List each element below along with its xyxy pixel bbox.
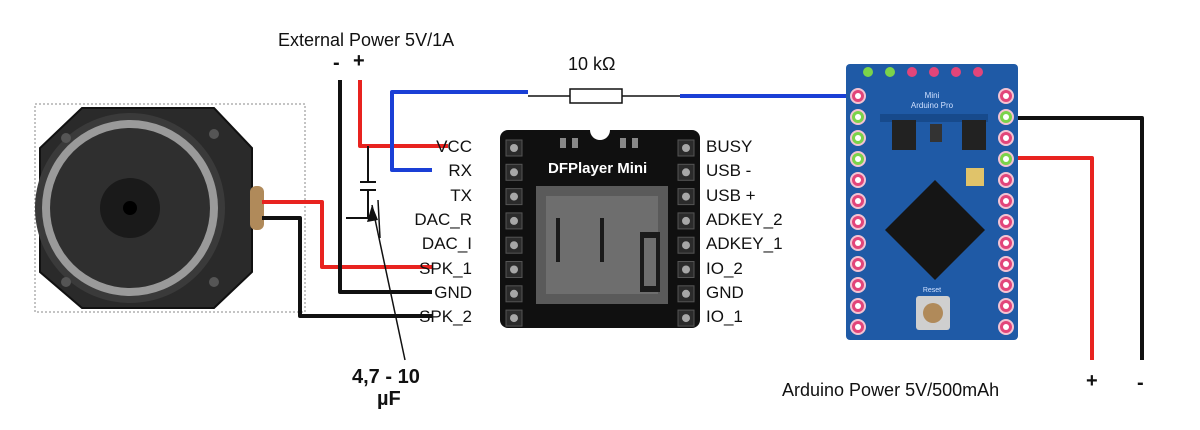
dfplayer-left-pin-hole [510,192,518,201]
dfplayer-left-pin-hole [510,314,518,323]
arduino-minus-label: - [1137,372,1144,394]
arduino-pin-hole [855,177,861,183]
arduino-pin-hole [855,219,861,225]
arduino-pin-hole [855,261,861,267]
arduino-pro-mini: Mini Arduino Pro Reset [846,64,1018,340]
dfplayer-right-pin-hole [682,241,690,250]
reset-label: Reset [923,287,941,294]
dfplayer-right-pin-label: GND [706,282,744,302]
dfplayer-right-pin-label: USB + [706,185,756,205]
dfplayer-right-pin-label: IO_2 [706,258,743,278]
capacitor-arrow [367,204,406,361]
arduino-pin-hole [855,282,861,288]
arduino-pin-hole [855,135,861,141]
arduino-pin-hole [855,156,861,162]
dfplayer-right-pin-label: USB - [706,161,752,181]
dfplayer-right-pin-hole [682,144,690,152]
dfplayer-left-pin-label: RX [448,161,472,181]
arduino-pin-hole [855,198,861,204]
arduino-pin-hole [855,303,861,309]
arduino-pin-hole [1003,93,1009,99]
dfplayer-left-pin-hole [510,216,518,225]
resistor-symbol [569,88,623,104]
arduino-plus-label: + [1086,370,1098,392]
resistor-label: 10 kΩ [568,54,616,74]
arduino-pin-hole [855,324,861,330]
wires [262,80,1144,360]
dfplayer-right-pin-label: IO_1 [706,307,743,327]
dfplayer-left-pin-hole [510,144,518,152]
capacitor-value: 4,7 - 10 [352,366,420,388]
arduino-pin-hole [1003,198,1009,204]
arduino-name-line2: Arduino Pro [911,101,954,110]
arduino-pin-hole [1003,135,1009,141]
dfplayer-right-pin-hole [682,192,690,201]
arduino-pin-hole [1003,303,1009,309]
arduino-pin-hole [855,114,861,120]
dfplayer-left-pin-hole [510,289,518,298]
dfplayer-right-pin-hole [682,289,690,298]
capacitor-unit: µF [377,388,401,410]
arduino-pin-hole [855,240,861,246]
arduino-pin-hole [1003,240,1009,246]
dfplayer-left-pin-label: TX [450,185,472,205]
dfplayer-left-pin-hole [510,265,518,274]
arduino-pin-hole [1003,114,1009,120]
arduino-pin-hole [1003,156,1009,162]
dfplayer-right-pin-label: ADKEY_2 [706,209,783,229]
dfplayer-left-pin-label: SPK_2 [419,307,472,327]
dfplayer-left-pin-label: VCC [436,137,472,156]
external-minus-label: - [333,52,340,74]
arduino-pin-hole [855,93,861,99]
dfplayer-right-pins [677,139,695,327]
arduino-pins [850,88,1014,335]
dfplayer-left-pin-label: SPK_1 [419,258,472,278]
dfplayer-left-pin-label: GND [434,282,472,302]
arduino-pin-hole [1003,261,1009,267]
dfplayer-title: DFPlayer Mini [548,160,648,177]
dfplayer-left-pin-label: DAC_I [421,234,472,254]
dfplayer-left-pin-hole [510,168,518,177]
capacitor-symbol [360,181,381,239]
dfplayer-right-pin-hole [682,314,690,323]
external-power-label: External Power 5V/1A [278,30,455,50]
arduino-pin-hole [1003,282,1009,288]
dfplayer-right-pin-hole [682,216,690,225]
dfplayer-right-pin-label: ADKEY_1 [706,234,783,254]
dfplayer-left-pin-label: DAC_R [414,209,472,229]
arduino-pin-hole [1003,177,1009,183]
speaker [34,103,306,313]
external-plus-label: + [353,50,365,72]
dfplayer-right-pin-label: BUSY [706,137,753,156]
dfplayer-left-pin-hole [510,241,518,250]
dfplayer-right-pin-hole [682,265,690,274]
dfplayer-left-pins [505,139,523,327]
arduino-power-label: Arduino Power 5V/500mAh [782,380,1000,400]
dfplayer-module [500,130,700,328]
arduino-pin-hole [1003,324,1009,330]
arduino-pin-hole [1003,219,1009,225]
arduino-name-line1: Mini [925,91,940,100]
dfplayer-right-pin-hole [682,168,690,177]
